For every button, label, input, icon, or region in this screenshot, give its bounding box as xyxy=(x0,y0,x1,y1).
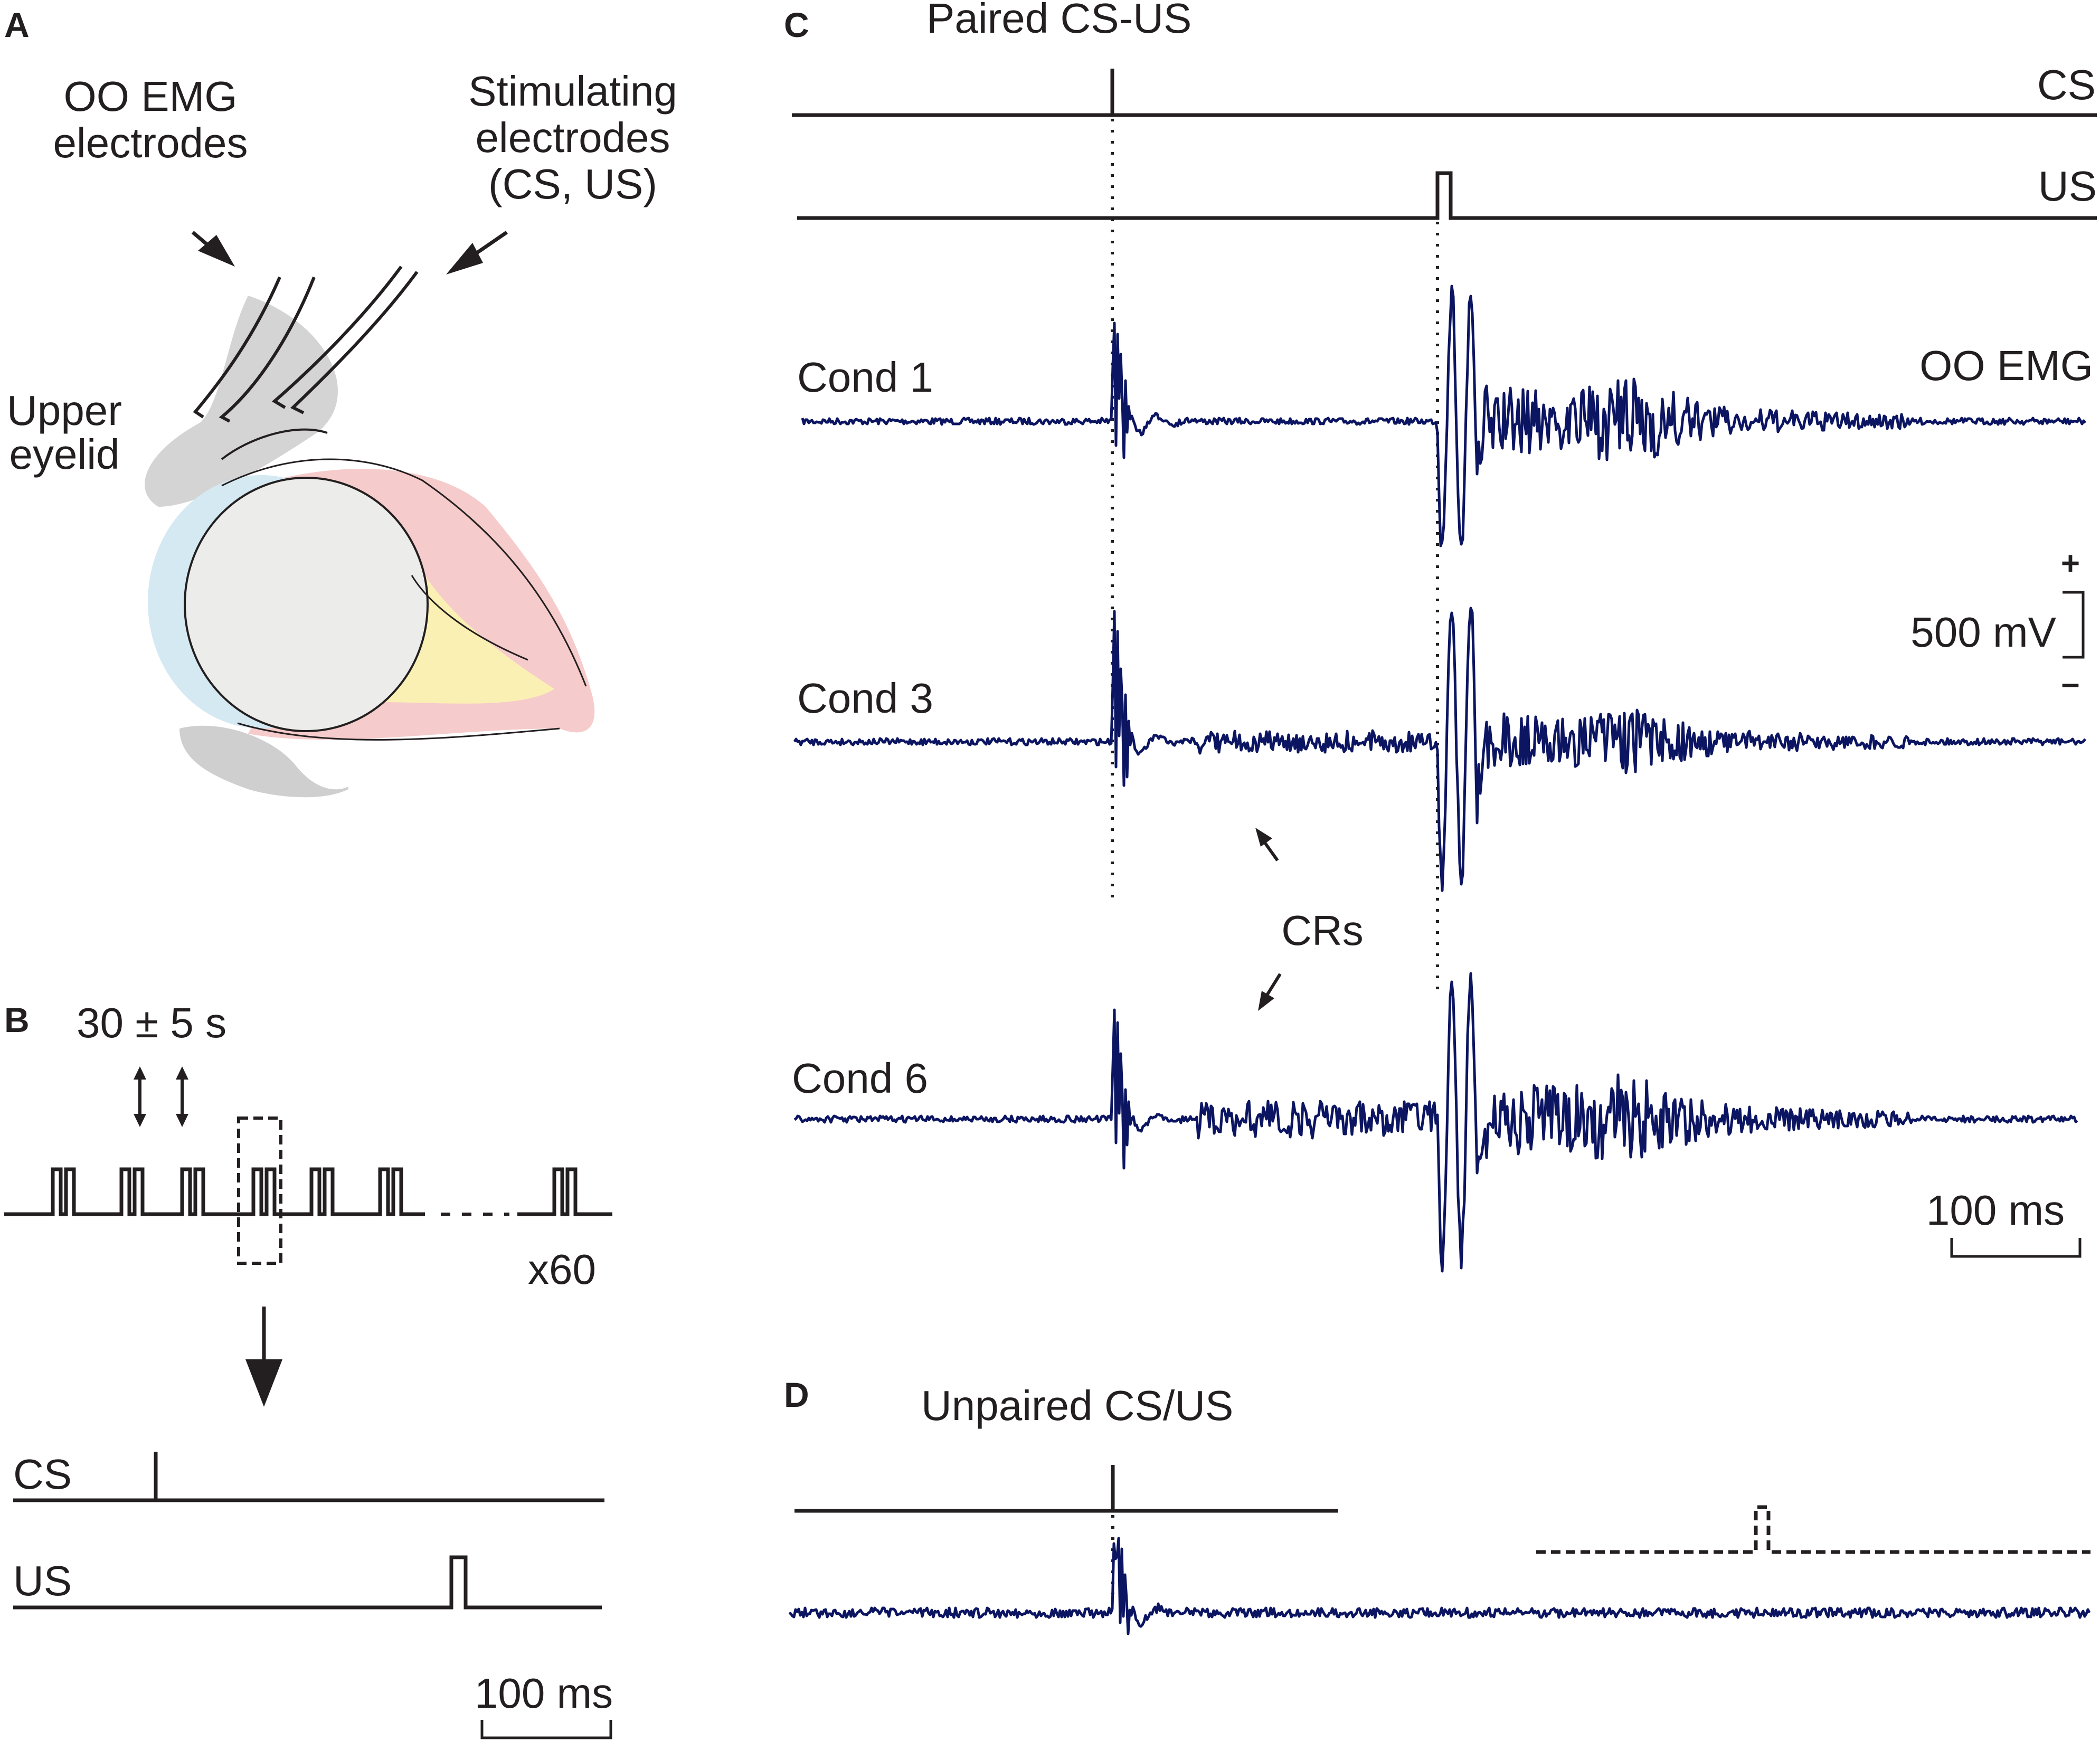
crs-label: CRs xyxy=(1281,907,1364,954)
oo-emg-electrodes-label-2: electrodes xyxy=(53,119,248,166)
stimulating-electrodes-label-1: Stimulating xyxy=(468,68,677,115)
cond-6-emg-trace xyxy=(793,972,2078,1273)
interval-double-arrows xyxy=(134,1066,188,1127)
b-cs-trace xyxy=(13,1452,604,1502)
upper-eyelid-shape xyxy=(145,296,338,507)
stimulating-electrodes-label-2: electrodes xyxy=(475,114,670,161)
panel-d-letter: D xyxy=(784,1375,809,1414)
panel-b: B 30 ± 5 s x60 CS US 100 ms xyxy=(4,999,613,1739)
cond-6-label: Cond 6 xyxy=(792,1055,928,1102)
c-cs-trace xyxy=(792,69,2097,117)
d-cs-trace xyxy=(794,1465,1338,1513)
amplitude-scale-bar xyxy=(2063,591,2085,659)
trial-train-waveform xyxy=(4,1167,425,1216)
repeat-label: x60 xyxy=(528,1246,596,1293)
upper-eyelid-label-2: eyelid xyxy=(9,431,119,478)
amplitude-scale-label: 500 mV xyxy=(1910,609,2056,656)
emg-electrode-wires xyxy=(193,276,316,423)
cond-3-emg-trace xyxy=(793,607,2086,892)
panel-c-letter: C xyxy=(784,5,809,44)
stimulating-electrode-wires xyxy=(271,266,419,414)
amplitude-minus-sign: – xyxy=(2061,665,2079,702)
b-us-label: US xyxy=(13,1557,72,1604)
oo-emg-electrodes-label-1: OO EMG xyxy=(64,73,238,120)
cr-arrow-up xyxy=(1255,828,1279,862)
eye-diagram xyxy=(145,266,595,798)
c-time-scale-bar xyxy=(1950,1238,2082,1258)
upper-eyelid-label-1: Upper xyxy=(7,387,122,434)
oo-emg-label: OO EMG xyxy=(1919,342,2093,389)
selected-trial-box xyxy=(237,1116,282,1265)
c-time-scale-label: 100 ms xyxy=(1926,1187,2065,1234)
d-us-trace-dashed xyxy=(1536,1505,2090,1554)
b-time-scale-label: 100 ms xyxy=(475,1670,613,1717)
c-title: Paired CS-US xyxy=(926,0,1191,42)
cond-1-label: Cond 1 xyxy=(797,354,933,401)
stimulating-electrodes-arrow xyxy=(446,231,508,275)
interval-label: 30 ± 5 s xyxy=(77,999,226,1046)
b-time-scale-bar xyxy=(480,1720,612,1739)
amplitude-plus-sign: + xyxy=(2061,545,2080,582)
c-us-trace xyxy=(797,171,2097,220)
c-cs-label: CS xyxy=(2037,61,2096,108)
d-title: Unpaired CS/US xyxy=(921,1382,1233,1429)
trial-train-last-waveform xyxy=(517,1167,612,1216)
panel-a-letter: A xyxy=(4,5,30,44)
expand-arrow xyxy=(245,1307,282,1407)
emg-electrodes-arrow xyxy=(191,231,235,267)
eyeball-shape xyxy=(184,477,429,732)
d-emg-trace xyxy=(788,1537,2091,1635)
cond-1-emg-trace xyxy=(801,285,2086,547)
cond-3-label: Cond 3 xyxy=(797,675,933,722)
stimulating-electrodes-label-3: (CS, US) xyxy=(488,160,657,207)
panel-c: C Paired CS-US CS US OO EMG Cond 1 Cond … xyxy=(784,0,2097,1273)
c-us-label: US xyxy=(2038,163,2097,210)
panel-d: D Unpaired CS/US xyxy=(784,1375,2091,1635)
panel-b-letter: B xyxy=(4,1000,30,1039)
cr-arrow-down xyxy=(1258,973,1282,1011)
lower-eyelid-shape xyxy=(179,725,348,798)
panel-a: A OO EMG electrodes Stimulating electrod… xyxy=(4,5,677,798)
b-cs-label: CS xyxy=(13,1451,72,1498)
b-us-trace xyxy=(13,1555,602,1610)
